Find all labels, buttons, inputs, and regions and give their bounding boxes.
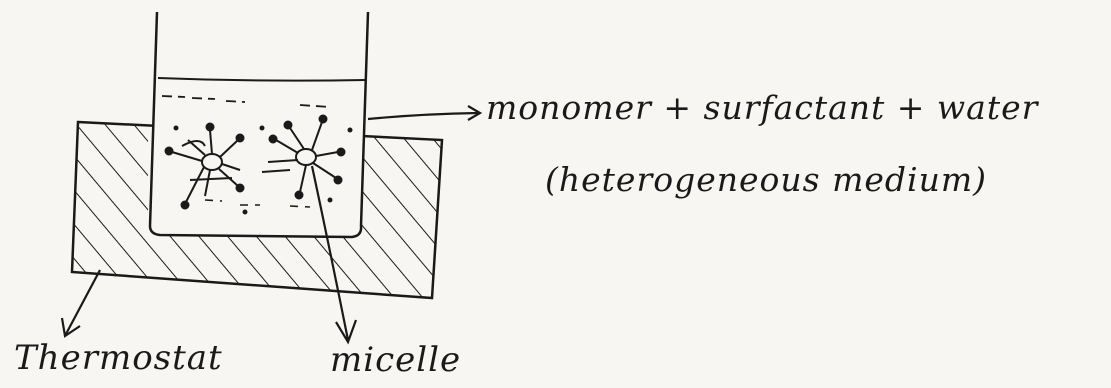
arrow-to-thermostat — [60, 269, 101, 338]
beaker — [148, 11, 370, 239]
micelle-label: micelle — [330, 340, 462, 380]
monomer-droplets — [173, 125, 353, 215]
mixture-label: monomer + surfactant + water — [486, 88, 1039, 127]
thermostat-label: Thermostat — [14, 338, 223, 378]
micelle-right — [261, 114, 346, 200]
micelle-left — [164, 122, 245, 210]
arrow-to-mixture — [367, 105, 483, 121]
arrow-to-micelle — [310, 165, 358, 345]
medium-label: (heterogeneous medium) — [545, 160, 987, 199]
